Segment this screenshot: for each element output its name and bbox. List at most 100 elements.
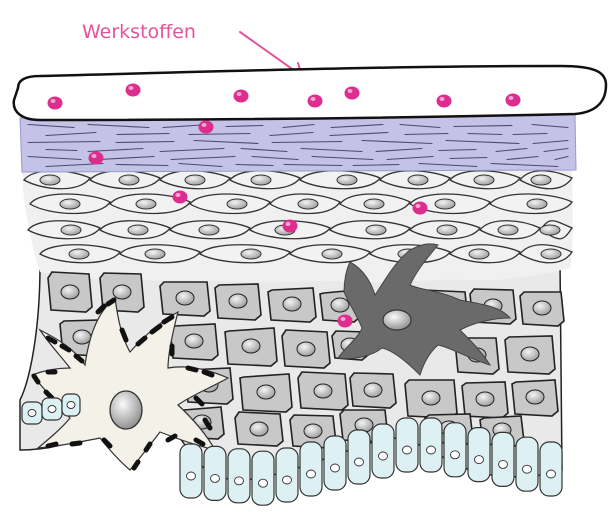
particle-highlight: [51, 99, 56, 103]
basal-cell: [300, 442, 322, 496]
basal-nucleus: [331, 464, 340, 472]
particle-dot: [506, 94, 521, 107]
basal-nucleus: [427, 446, 436, 454]
particle-highlight: [176, 193, 181, 197]
particle-highlight: [348, 89, 353, 93]
granular-nucleus: [199, 225, 219, 235]
basal-cell: [516, 437, 538, 491]
granular-nucleus: [540, 225, 560, 235]
basal-nucleus: [211, 474, 220, 482]
basal-cell: [372, 424, 394, 478]
granular-nucleus: [40, 175, 60, 185]
particle-highlight: [129, 86, 134, 90]
spinous-nucleus: [533, 301, 551, 315]
spinous-nucleus: [314, 384, 332, 398]
particle-highlight: [440, 97, 445, 101]
granular-nucleus: [61, 225, 81, 235]
granular-nucleus: [128, 225, 148, 235]
spinous-nucleus: [185, 334, 203, 348]
basal-cell: [324, 436, 346, 490]
spinous-nucleus: [257, 385, 275, 399]
basal-nucleus: [48, 406, 56, 413]
granular-nucleus: [474, 175, 494, 185]
skin-surface: [14, 66, 606, 120]
particle-dot: [338, 315, 353, 328]
basal-cell: [420, 418, 442, 472]
spinous-nucleus: [113, 285, 131, 299]
basal-nucleus: [28, 410, 36, 417]
basal-nucleus: [187, 472, 196, 480]
granular-nucleus: [241, 249, 261, 259]
spinous-nucleus: [526, 390, 544, 404]
particle-highlight: [509, 96, 514, 100]
basal-nucleus: [523, 465, 532, 473]
particle-dot: [437, 95, 452, 108]
spinous-nucleus: [364, 383, 382, 397]
spinous-nucleus: [242, 339, 260, 353]
basal-nucleus: [283, 476, 292, 484]
basal-cell: [492, 432, 514, 486]
granular-nucleus: [366, 225, 386, 235]
granular-nucleus: [119, 175, 139, 185]
basal-nucleus: [67, 402, 75, 409]
spinous-nucleus: [304, 424, 322, 438]
granular-nucleus: [227, 199, 247, 209]
particle-dot: [48, 97, 63, 110]
spinous-nucleus: [331, 298, 349, 312]
spinous-nucleus: [283, 297, 301, 311]
basal-nucleus: [499, 460, 508, 468]
spinous-nucleus: [476, 392, 494, 406]
particle-highlight: [341, 317, 346, 321]
granular-nucleus: [185, 175, 205, 185]
particle-dot: [89, 152, 104, 165]
particle-dot: [173, 191, 188, 204]
spinous-nucleus: [297, 342, 315, 356]
basal-nucleus: [475, 456, 484, 464]
basal-nucleus: [259, 479, 268, 487]
granular-nucleus: [527, 199, 547, 209]
granular-nucleus: [435, 199, 455, 209]
granular-nucleus: [437, 225, 457, 235]
spinous-nucleus: [73, 330, 91, 344]
basal-nucleus: [547, 470, 556, 478]
werkstoffen-label: Werkstoffen: [82, 21, 196, 43]
granular-nucleus: [298, 199, 318, 209]
langerhans-granule: [34, 376, 38, 382]
granular-nucleus: [531, 175, 551, 185]
basal-nucleus: [307, 470, 316, 478]
basal-cell: [276, 448, 298, 502]
particle-dot: [126, 84, 141, 97]
particle-dot: [234, 90, 249, 103]
particle-dot: [283, 220, 298, 233]
granular-nucleus: [136, 199, 156, 209]
granular-nucleus: [364, 199, 384, 209]
spinous-nucleus: [422, 391, 440, 405]
spinous-nucleus: [521, 347, 539, 361]
particle-highlight: [92, 154, 97, 158]
basal-nucleus: [451, 451, 460, 459]
langerhans-granule: [188, 368, 196, 370]
particle-highlight: [311, 97, 316, 101]
basal-cell: [540, 442, 562, 496]
particle-highlight: [416, 204, 421, 208]
basal-nucleus: [379, 452, 388, 460]
particle-highlight: [237, 92, 242, 96]
granular-nucleus: [251, 175, 271, 185]
granular-nucleus: [498, 225, 518, 235]
particle-dot: [413, 202, 428, 215]
spinous-nucleus: [229, 294, 247, 308]
langerhans-granule: [48, 444, 56, 446]
granular-nucleus: [541, 249, 561, 259]
basal-cell: [396, 418, 418, 472]
basal-cell: [444, 423, 466, 477]
granular-nucleus: [60, 199, 80, 209]
granular-nucleus: [408, 175, 428, 185]
langerhans-granule: [146, 444, 150, 450]
spinous-nucleus: [61, 285, 79, 299]
basal-cell: [228, 449, 250, 503]
langerhans-granule: [62, 346, 69, 350]
langerhans-granule: [196, 440, 203, 444]
granular-nucleus: [69, 249, 89, 259]
granular-nucleus: [337, 175, 357, 185]
